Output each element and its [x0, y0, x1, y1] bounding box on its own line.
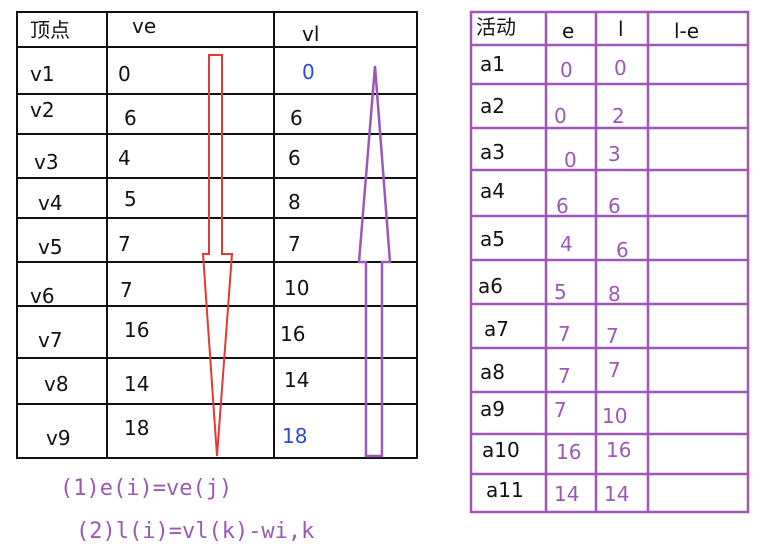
activity-a6: a6 — [478, 274, 503, 298]
e-a8: 7 — [558, 364, 571, 388]
l-a5: 6 — [616, 238, 629, 262]
ve-v5: 7 — [118, 232, 131, 256]
vertex-v6: v6 — [30, 284, 55, 308]
activity-a3: a3 — [480, 140, 505, 164]
backward-arrow — [357, 65, 392, 458]
vertex-v1: v1 — [30, 62, 55, 86]
l-a10: 16 — [606, 438, 632, 462]
activity-a11: a11 — [486, 478, 524, 502]
formula-late-time: (2)l(i)=vl(k)-wi,k — [76, 519, 315, 544]
vl-v2: 6 — [290, 106, 303, 130]
vl-v7: 16 — [280, 322, 306, 346]
activity-table: 活动 e l l-e a1 0 0 a2 0 2 a3 0 3 a4 6 6 a… — [460, 0, 760, 520]
vl-v6: 10 — [284, 276, 310, 300]
activity-a8: a8 — [480, 360, 505, 384]
activity-a7: a7 — [484, 317, 509, 341]
vertex-table: 顶点 ve vl v1 0 0 v2 6 6 v3 4 6 v4 5 8 v5 … — [0, 0, 430, 470]
arrows-layer — [201, 54, 392, 458]
ve-v7: 16 — [124, 318, 150, 342]
activity-a1: a1 — [480, 52, 505, 76]
e-a9: 7 — [554, 398, 567, 422]
forward-arrow — [201, 54, 234, 457]
header-vertex: 顶点 — [30, 18, 70, 42]
e-a5: 4 — [560, 232, 573, 256]
e-a6: 5 — [554, 280, 567, 304]
e-a10: 16 — [556, 440, 582, 464]
vertex-v7: v7 — [38, 328, 63, 352]
vertex-table-grid — [16, 11, 418, 459]
vertex-v5: v5 — [38, 235, 63, 259]
vl-v4: 8 — [288, 190, 301, 214]
l-a4: 6 — [608, 194, 621, 218]
vertex-v4: v4 — [38, 191, 63, 215]
activity-a2: a2 — [480, 94, 505, 118]
vertex-v2: v2 — [30, 98, 55, 122]
vl-v8: 14 — [284, 368, 310, 392]
vl-v5: 7 — [288, 232, 301, 256]
vl-v1: 0 — [302, 60, 315, 84]
activity-a5: a5 — [480, 227, 505, 251]
ve-v3: 4 — [118, 146, 131, 170]
header-activity: 活动 — [476, 15, 516, 39]
header-l-minus-e: l-e — [674, 19, 700, 43]
ve-v6: 7 — [120, 278, 133, 302]
activity-table-grid — [469, 10, 750, 514]
header-l: l — [618, 17, 624, 41]
l-a1: 0 — [614, 56, 627, 80]
e-a3: 0 — [564, 148, 577, 172]
e-a7: 7 — [558, 322, 571, 346]
vertex-v3: v3 — [34, 150, 59, 174]
vertex-v8: v8 — [44, 372, 69, 396]
ve-v4: 5 — [124, 187, 137, 211]
l-a11: 14 — [604, 482, 630, 506]
vertex-v9: v9 — [46, 426, 71, 450]
activity-a9: a9 — [480, 397, 505, 421]
l-a6: 8 — [608, 282, 621, 306]
ve-v1: 0 — [118, 62, 131, 86]
header-e: e — [562, 19, 575, 43]
activity-a10: a10 — [482, 438, 520, 462]
l-a9: 10 — [602, 404, 628, 428]
ve-v8: 14 — [124, 372, 150, 396]
formula-early-time: (1)e(i)=ve(j) — [60, 476, 233, 501]
l-a7: 7 — [606, 324, 619, 348]
activity-a4: a4 — [480, 179, 505, 203]
vl-v9: 18 — [282, 424, 308, 448]
header-ve: ve — [132, 14, 157, 38]
header-vl: vl — [302, 22, 320, 46]
ve-v9: 18 — [124, 416, 150, 440]
e-a1: 0 — [560, 58, 573, 82]
e-a4: 6 — [556, 194, 569, 218]
l-a3: 3 — [608, 142, 621, 166]
l-a8: 7 — [608, 358, 621, 382]
e-a11: 14 — [554, 482, 580, 506]
l-a2: 2 — [612, 104, 625, 128]
e-a2: 0 — [554, 104, 567, 128]
ve-v2: 6 — [124, 106, 137, 130]
vl-v3: 6 — [288, 146, 301, 170]
